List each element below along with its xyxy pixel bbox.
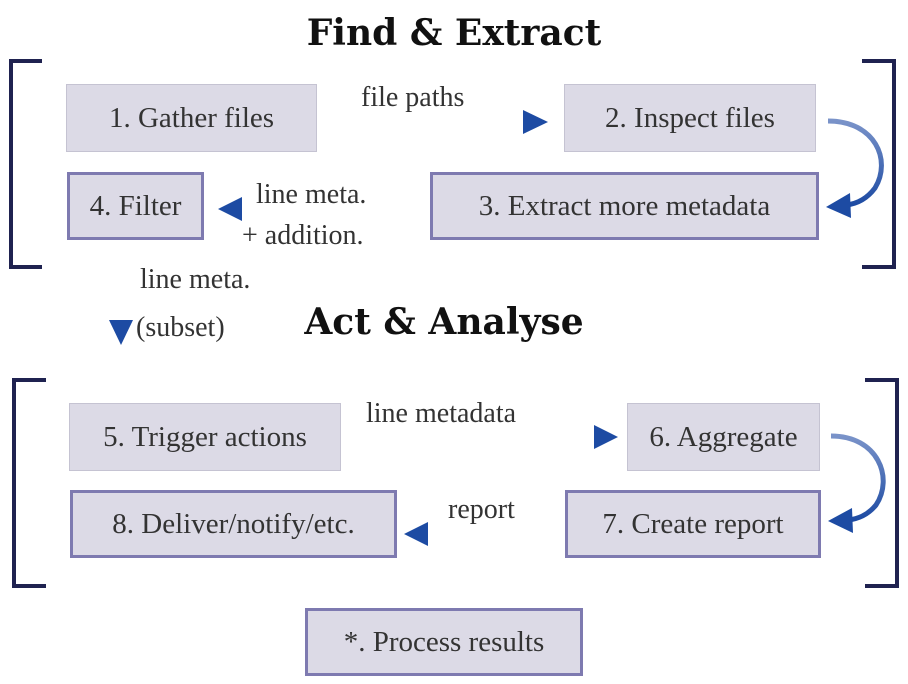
box-gather-files: 1. Gather files — [66, 84, 317, 152]
arrow-aggregate-to-report — [828, 433, 886, 533]
label-line-metadata: line metadata — [366, 398, 517, 429]
box-process-results: *. Process results — [305, 608, 583, 676]
act-analyse-left-bracket — [12, 378, 46, 588]
box-extract-metadata: 3. Extract more metadata — [430, 172, 819, 240]
label-report: report — [448, 494, 515, 525]
arrow-line-meta-addition — [218, 197, 415, 221]
arrow-inspect-to-extract — [826, 118, 884, 218]
label-plus-addition: + addition. — [242, 220, 364, 251]
box-trigger-actions: 5. Trigger actions — [69, 403, 341, 471]
section-title-find-extract: Find & Extract — [306, 12, 602, 54]
box-filter: 4. Filter — [67, 172, 204, 240]
arrow-line-meta-subset — [109, 256, 133, 345]
label-subset: (subset) — [136, 312, 225, 343]
act-analyse-right-bracket — [865, 378, 899, 588]
box-aggregate: 6. Aggregate — [627, 403, 820, 471]
arrow-report — [404, 522, 556, 546]
find-extract-right-bracket — [862, 59, 896, 269]
label-line-meta-subset: line meta. — [140, 264, 251, 295]
box-inspect-files: 2. Inspect files — [564, 84, 816, 152]
label-file-paths: file paths — [361, 82, 465, 113]
arrow-file-paths — [333, 110, 548, 134]
box-deliver-notify: 8. Deliver/notify/etc. — [70, 490, 397, 558]
label-line-meta: line meta. — [256, 179, 367, 210]
box-create-report: 7. Create report — [565, 490, 821, 558]
arrow-line-metadata — [353, 425, 618, 449]
section-title-act-analyse: Act & Analyse — [304, 301, 584, 343]
find-extract-left-bracket — [9, 59, 42, 269]
